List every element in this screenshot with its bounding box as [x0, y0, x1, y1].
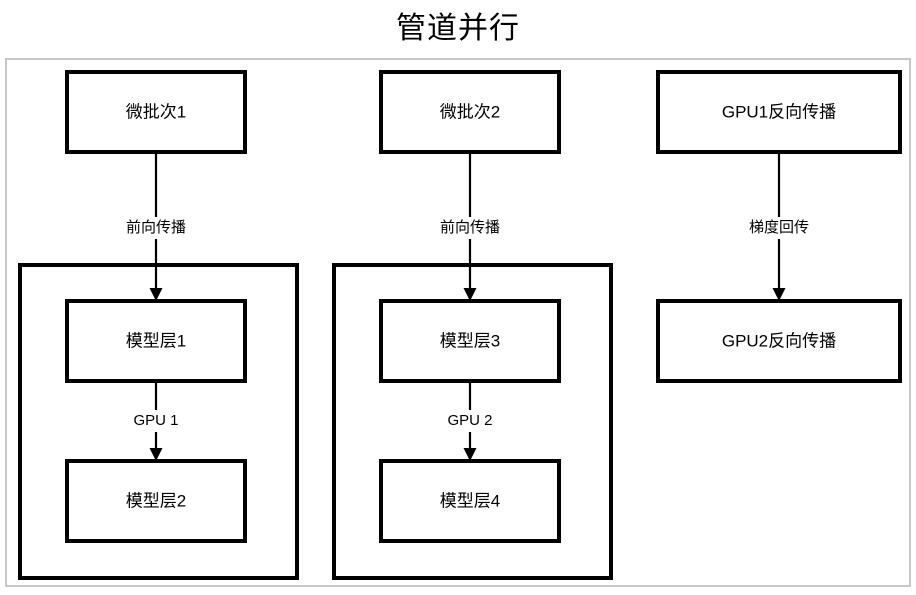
- edge-layer1-to-layer2-arrowhead: [149, 448, 163, 461]
- edge-gpu1-to-gpu2-backward-arrowhead: [772, 288, 786, 301]
- edge-layer3-to-layer4-label: GPU 2: [447, 412, 492, 429]
- node-model-layer-4-box[interactable]: [379, 459, 561, 543]
- page-title: 管道并行: [396, 12, 520, 45]
- node-model-layer-3-box[interactable]: [379, 299, 561, 383]
- edge-gpu1-to-gpu2-backward-label-bg: [743, 217, 815, 239]
- edge-layer3-to-layer4[interactable]: GPU 2: [443, 381, 497, 461]
- edge-layer1-to-layer2-label: GPU 1: [133, 412, 178, 429]
- node-gpu1-backward-label: GPU1反向传播: [722, 102, 836, 121]
- node-microbatch-1-box[interactable]: [65, 70, 247, 154]
- node-model-layer-2-label: 模型层2: [126, 491, 186, 510]
- node-model-layer-1[interactable]: 模型层1: [65, 299, 247, 383]
- edge-microbatch2-to-layer3-label-bg: [434, 217, 506, 239]
- node-microbatch-1[interactable]: 微批次1: [65, 70, 247, 154]
- node-model-layer-4[interactable]: 模型层4: [379, 459, 561, 543]
- edge-gpu1-to-gpu2-backward-label: 梯度回传: [749, 219, 809, 236]
- edge-layer3-to-layer4-label-bg: [443, 410, 497, 432]
- node-gpu2-backward-label: GPU2反向传播: [722, 331, 836, 350]
- edge-microbatch1-to-layer1-arrowhead: [149, 288, 163, 301]
- edge-microbatch2-to-layer3[interactable]: 前向传播: [434, 152, 506, 301]
- edge-layer3-to-layer4-arrowhead: [463, 448, 477, 461]
- edge-microbatch1-to-layer1-label-bg: [120, 217, 192, 239]
- node-model-layer-1-label: 模型层1: [126, 331, 186, 350]
- edge-layer1-to-layer2[interactable]: GPU 1: [129, 381, 183, 461]
- edge-gpu1-to-gpu2-backward[interactable]: 梯度回传: [743, 152, 815, 301]
- node-microbatch-1-label: 微批次1: [126, 102, 186, 121]
- node-model-layer-4-label: 模型层4: [440, 491, 500, 510]
- node-gpu1-backward-box[interactable]: [656, 70, 902, 154]
- node-model-layer-2[interactable]: 模型层2: [65, 459, 247, 543]
- node-model-layer-3[interactable]: 模型层3: [379, 299, 561, 383]
- node-microbatch-2-label: 微批次2: [440, 102, 500, 121]
- node-microbatch-2-box[interactable]: [379, 70, 561, 154]
- node-gpu1-backward[interactable]: GPU1反向传播: [656, 70, 902, 154]
- diagram-edge-layer: 前向传播 前向传播 梯度回传 GPU 1 GPU 2: [120, 152, 815, 461]
- node-model-layer-3-label: 模型层3: [440, 331, 500, 350]
- node-gpu2-backward-box[interactable]: [656, 299, 902, 383]
- edge-layer1-to-layer2-label-bg: [129, 410, 183, 432]
- node-microbatch-2[interactable]: 微批次2: [379, 70, 561, 154]
- edge-microbatch2-to-layer3-arrowhead: [463, 288, 477, 301]
- edge-microbatch2-to-layer3-label: 前向传播: [440, 219, 500, 236]
- node-model-layer-2-box[interactable]: [65, 459, 247, 543]
- edge-microbatch1-to-layer1[interactable]: 前向传播: [120, 152, 192, 301]
- edge-microbatch1-to-layer1-label: 前向传播: [126, 219, 186, 236]
- node-gpu2-backward[interactable]: GPU2反向传播: [656, 299, 902, 383]
- node-model-layer-1-box[interactable]: [65, 299, 247, 383]
